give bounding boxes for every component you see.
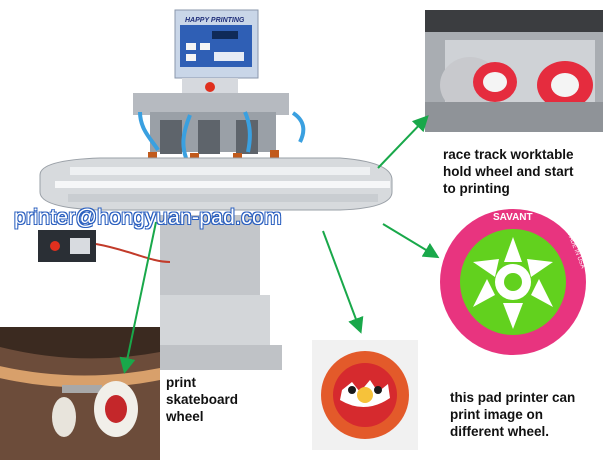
caption-line: race track worktable	[443, 147, 574, 162]
caption-line: different wheel.	[450, 424, 550, 439]
wheel-left-hardness: 88A	[431, 294, 441, 309]
caption-line: this pad printer can	[450, 390, 576, 405]
emergency-stop-button	[205, 82, 215, 92]
pad-head-frame	[133, 93, 306, 167]
red-wheel-photo	[312, 340, 418, 450]
control-box	[174, 9, 259, 96]
caption-line: print image on	[450, 407, 544, 422]
caption-line: hold wheel and start	[443, 164, 574, 179]
wheel-brand-label: SAVANT	[493, 212, 533, 223]
watermark-email: printer@hongyuan-pad.com	[14, 206, 282, 229]
skateboard-photo	[0, 327, 160, 460]
race-track-table	[39, 157, 393, 211]
caption-pad-printer: this pad printer can print image on diff…	[450, 389, 575, 440]
caption-skateboard: print skateboard wheel	[166, 374, 238, 425]
machine-brand-label: HAPPY PRINTING	[185, 17, 245, 24]
race-track-photo	[425, 10, 603, 132]
caption-line: print	[166, 375, 196, 390]
caption-line: skateboard	[166, 392, 239, 407]
savant-wheel-photo: SAVANT ATOM WHEELS MADE IN USA 88A 88A	[423, 207, 603, 357]
caption-race-track: race track worktable hold wheel and star…	[443, 146, 574, 197]
caption-line: wheel	[166, 409, 204, 424]
wheel-right-hardness: 88A	[583, 274, 593, 289]
caption-line: to printing	[443, 181, 510, 196]
